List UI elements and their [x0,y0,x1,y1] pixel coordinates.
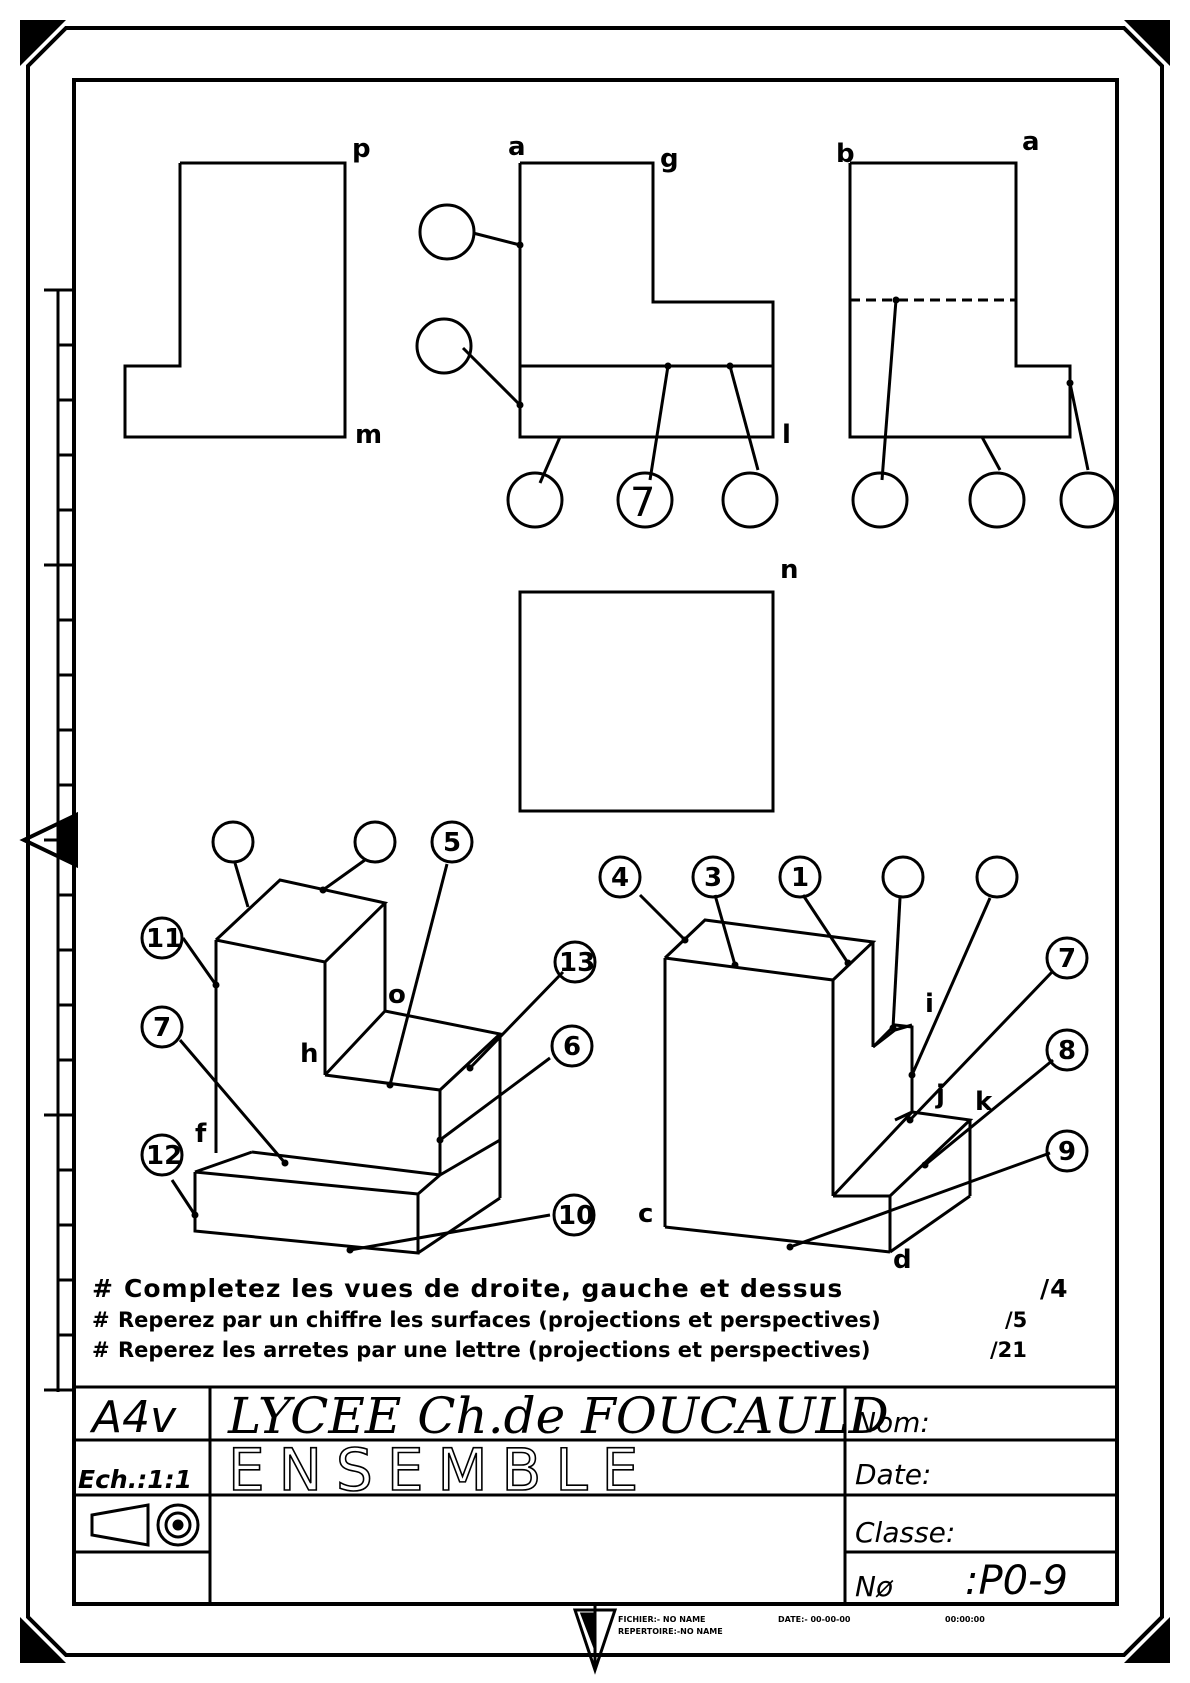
callout-circle [418,203,476,261]
svg-text:10: 10 [558,1201,594,1231]
svg-text:1: 1 [791,863,809,893]
projection-symbol-icon [90,1503,200,1547]
label-m: m [355,420,382,450]
svg-text:5: 5 [443,828,461,858]
corner-mark-tl [20,20,66,66]
footer-fichier: FICHIER:- NO NAME [618,1615,706,1624]
instruction-score: /21 [990,1338,1027,1362]
classe-label: Classe: [855,1516,955,1549]
label-i: i [925,989,934,1019]
svg-text:12: 12 [146,1141,182,1171]
corner-mark-br [1124,1617,1170,1663]
instruction-bullet: # [92,1338,110,1362]
footer-date: DATE:- 00-00-00 [778,1615,851,1624]
svg-text:11: 11 [146,924,182,954]
label-g: g [660,144,679,174]
callout-circle [506,471,564,529]
format-label: A4v [89,1392,177,1443]
svg-text:7: 7 [153,1013,171,1043]
scale-label: Ech.:1:1 [78,1465,192,1494]
number-value: :P0-9 [965,1558,1068,1604]
school-name: LYCEE Ch.de FOUCAULD [227,1387,889,1445]
outer-border [26,26,1164,1657]
callout-circle [851,471,909,529]
instruction-text: Reperez les arretes par une lettre (proj… [118,1338,870,1362]
perspective-left-callout-numbers: 5 11 13 7 6 12 10 [146,828,595,1231]
right-view-callouts [851,471,1117,529]
svg-text:7: 7 [1058,944,1076,974]
instruction-text: Reperez par un chiffre les surfaces (pro… [118,1308,881,1332]
right-view [848,161,1090,481]
drawing-title: ENSEMBLE [228,1436,652,1504]
label-n: n [780,555,799,585]
callout-circle [415,317,473,375]
perspective-right-callout-numbers: 4 3 1 7 8 9 [611,863,1076,1167]
instruction-score: /4 [1040,1274,1069,1303]
callout-circle [1059,471,1117,529]
svg-text:13: 13 [559,948,595,978]
inner-frame [72,78,1119,1606]
centering-arrow-icon [19,811,78,869]
callout-circle [616,471,674,529]
date-label: Date: [855,1458,931,1491]
callout-circle [721,471,779,529]
footer-time: 00:00:00 [945,1615,985,1624]
corner-mark-tr [1124,20,1170,66]
left-view [123,161,347,439]
instruction-bullet: # [92,1308,110,1332]
label-d: d [893,1245,912,1275]
front-view [461,161,775,484]
label-f: f [195,1119,207,1149]
label-p: p [352,134,371,164]
top-view [518,590,775,813]
label-b: b [836,139,855,169]
svg-text:9: 9 [1058,1137,1076,1167]
svg-text:8: 8 [1058,1036,1076,1066]
instruction-bullet: # [92,1274,114,1303]
title-block [74,1385,1117,1604]
callout-number: 7 [630,480,655,526]
instructions: # Completez les vues de droite, gauche e… [92,1274,1069,1362]
label-c: c [638,1199,653,1229]
instruction-score: /5 [1005,1308,1027,1332]
front-view-callouts [415,203,779,529]
label-h: h [300,1039,319,1069]
perspective-left-callouts [140,820,597,1237]
svg-text:3: 3 [704,863,722,893]
footer-repertoire: REPERTOIRE:-NO NAME [618,1627,723,1636]
label-k: k [975,1087,993,1117]
callout-circle [968,471,1026,529]
number-label: Nø [855,1570,894,1603]
perspective-right-callouts [598,855,1089,1173]
footer-centering-mark-icon [572,1604,618,1675]
label-j: j [935,1080,945,1110]
corner-mark-bl [20,1617,66,1663]
label-o: o [388,980,406,1010]
label-l: l [782,420,791,450]
svg-text:6: 6 [563,1032,581,1062]
label-a-right: a [1022,127,1040,157]
svg-text:4: 4 [611,863,629,893]
nom-label: Nom: [855,1406,930,1439]
instruction-text: Completez les vues de droite, gauche et … [124,1274,843,1303]
perspective-right [638,893,1054,1254]
perspective-left [170,858,565,1255]
label-a: a [508,132,526,162]
